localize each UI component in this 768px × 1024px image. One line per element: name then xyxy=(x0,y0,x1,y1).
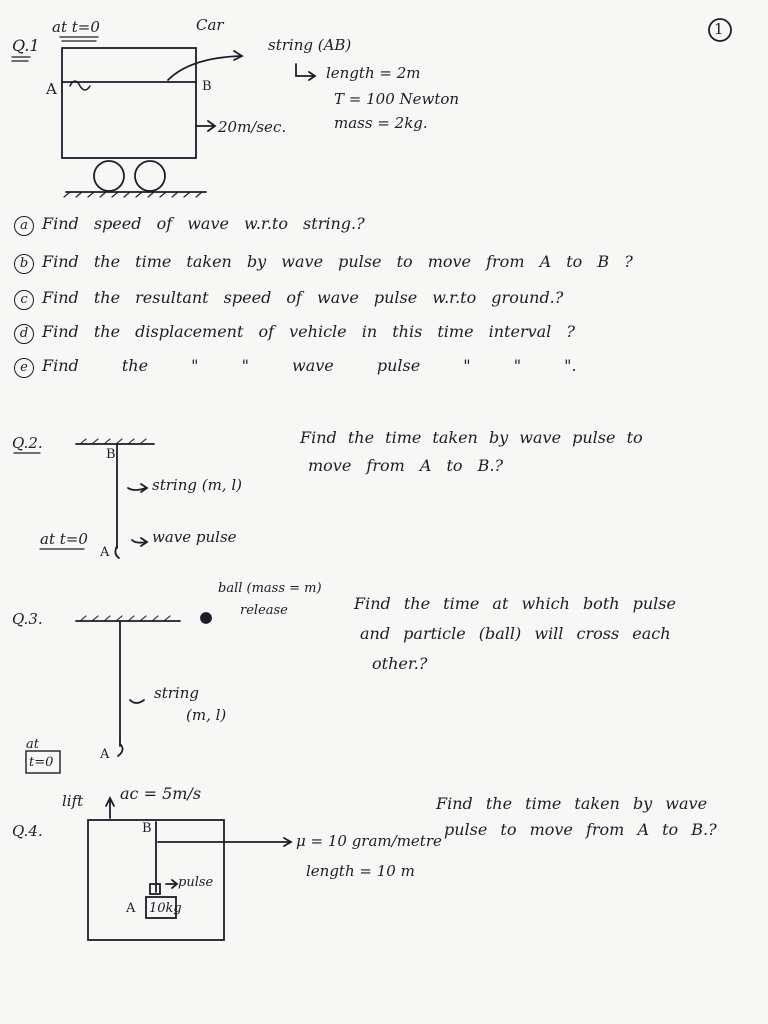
q2-pulse-pointer xyxy=(131,539,147,544)
q1-point-a: A xyxy=(46,80,57,98)
q3-string-label2: (m, l) xyxy=(186,706,227,724)
q3-string-label1: string xyxy=(154,684,199,702)
q4-block xyxy=(145,896,177,919)
q2-at-t0: at t=0 xyxy=(40,530,88,548)
q4-point-b: B xyxy=(142,821,152,836)
q3-question-line1: Find the time at which both pulse xyxy=(354,594,676,613)
q1-at-t0: at t=0 xyxy=(52,18,100,36)
q3-question-line2: and particle (ball) will cross each xyxy=(360,624,671,643)
q4-question-line2: pulse to move from A to B.? xyxy=(444,820,717,839)
q2-question-line2: move from A to B.? xyxy=(308,456,504,475)
page-number: 1 xyxy=(714,20,724,38)
q4-diagram xyxy=(87,795,293,941)
q4-lift-box xyxy=(87,819,225,941)
q3-t0: t=0 xyxy=(29,755,54,770)
q3-question-line3: other.? xyxy=(372,654,428,673)
q2-wave-pulse xyxy=(114,545,120,559)
q1-string-label: string (AB) xyxy=(268,36,352,54)
q1-length-arrow xyxy=(295,63,315,77)
q4-accel: ac = 5m/s xyxy=(120,784,202,803)
q1-length: length = 2m xyxy=(326,64,421,82)
q4-question-line1: Find the time taken by wave xyxy=(436,794,708,813)
q1-point-b: B xyxy=(202,79,212,94)
q3-string-pointer xyxy=(129,699,145,704)
q1-car-diagram xyxy=(11,36,317,198)
q4-pulse-mark xyxy=(149,883,161,895)
q4-mu: μ = 10 gram/metre xyxy=(296,832,442,850)
q1-mass: mass = 2kg. xyxy=(334,114,428,132)
q4-pulse: pulse xyxy=(178,875,214,890)
q2-label: Q.2. xyxy=(12,434,43,452)
q1-wave-pulse xyxy=(69,80,91,91)
q2-point-b: B xyxy=(106,447,116,462)
q2-string-pointer xyxy=(127,487,147,491)
q1-label: Q.1 xyxy=(12,36,40,55)
q4-block-label: 10kg xyxy=(149,901,182,916)
q1-wheel-right xyxy=(134,160,166,192)
q4-lift: lift xyxy=(62,792,84,810)
q4-label: Q.4. xyxy=(12,822,43,840)
q3-diagram xyxy=(25,612,212,774)
q1-car-body xyxy=(61,47,197,159)
q2-diagram xyxy=(13,438,155,559)
q3-t0-box xyxy=(25,750,61,774)
q3-at: at xyxy=(26,737,39,752)
q2-pulse-label: wave pulse xyxy=(152,528,237,546)
q1-wheel-left xyxy=(93,160,125,192)
q1-speed: 20m/sec. xyxy=(218,118,287,136)
q4-length: length = 10 m xyxy=(306,862,415,880)
q3-point-a: A xyxy=(100,747,110,762)
q3-label: Q.3. xyxy=(12,610,43,628)
q3-wave-pulse xyxy=(117,743,124,757)
q1-car-label: Car xyxy=(196,16,224,34)
page-number-circle xyxy=(708,18,732,42)
q2-point-a: A xyxy=(100,545,110,560)
q3-release: release xyxy=(240,603,288,618)
q1-tension: T = 100 Newton xyxy=(334,90,460,108)
q2-question-line1: Find the time taken by wave pulse to xyxy=(300,428,643,447)
q1-ground-hatch xyxy=(63,191,203,198)
q1-string-pointer xyxy=(167,55,241,81)
q1-string-pointer-head xyxy=(233,50,244,61)
q2-string-label: string (m, l) xyxy=(152,476,242,494)
q3-ball-label: ball (mass = m) xyxy=(218,581,322,596)
q4-point-a: A xyxy=(126,901,136,916)
q3-ball xyxy=(200,612,212,624)
